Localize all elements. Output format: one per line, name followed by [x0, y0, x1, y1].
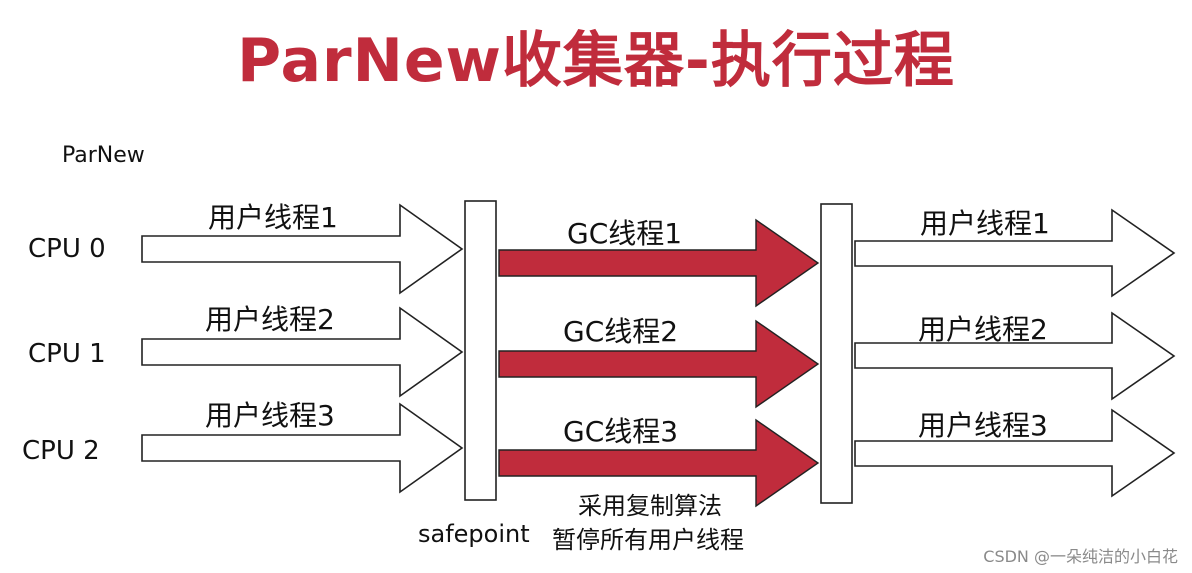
safepoint-label: safepoint [418, 520, 530, 548]
user-thread-arrow-after-1 [854, 208, 1176, 298]
user-thread-label-3: 用户线程3 [205, 399, 335, 432]
user-thread-after-label-1: 用户线程1 [920, 207, 1050, 240]
user-thread-arrow-after-3 [854, 408, 1176, 498]
user-thread-label-1: 用户线程1 [208, 201, 338, 234]
gc-note-line2: 暂停所有用户线程 [552, 526, 744, 554]
cpu-label-1: CPU 1 [28, 339, 106, 369]
user-thread-arrow-after-2 [854, 311, 1176, 401]
user-thread-label-2: 用户线程2 [205, 303, 335, 336]
user-thread-arrow-2 [141, 306, 464, 398]
watermark: CSDN @一朵纯洁的小白花 [983, 547, 1178, 566]
gc-thread-arrow-2 [498, 319, 820, 409]
gc-thread-arrow-1 [498, 218, 820, 308]
user-thread-arrow-1 [141, 203, 464, 295]
cpu-label-2: CPU 2 [22, 436, 100, 466]
gc-thread-label-1: GC线程1 [567, 217, 683, 250]
user-thread-arrow-3 [141, 402, 464, 494]
safepoint-bar [464, 200, 497, 501]
gc-thread-arrow-3 [498, 418, 820, 508]
gc-end-bar [820, 203, 853, 504]
user-thread-after-label-2: 用户线程2 [918, 313, 1048, 346]
gc-thread-label-2: GC线程2 [563, 315, 679, 348]
collector-label: ParNew [62, 143, 145, 168]
page-title: ParNew收集器-执行过程 [237, 26, 955, 96]
gc-thread-label-3: GC线程3 [563, 415, 679, 448]
gc-note-line1: 采用复制算法 [578, 492, 722, 520]
cpu-label-0: CPU 0 [28, 234, 106, 264]
user-thread-after-label-3: 用户线程3 [918, 409, 1048, 442]
